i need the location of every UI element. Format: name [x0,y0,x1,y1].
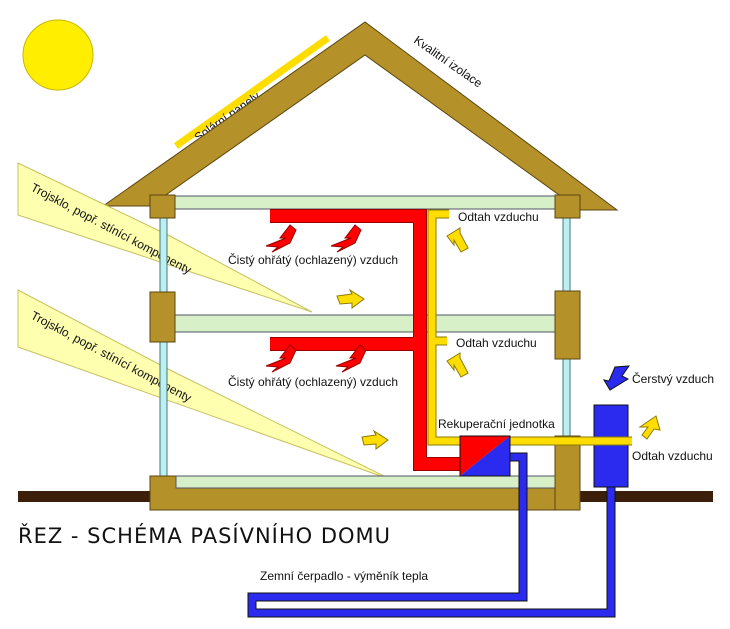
air-lower-label: Čistý ohřátý (ochlazený) vzduch [228,374,398,389]
post [554,290,581,360]
sun-icon [22,19,94,91]
recovery-unit-label: Rekuperační jednotka [438,417,555,431]
floor-slab [175,475,556,489]
supply-arrow-icon [330,224,362,253]
supply-arrow-icon [335,344,367,373]
fresh-air-arrow-icon [602,365,631,391]
exhaust-upper-label: Odtah vzduchu [458,210,539,224]
exhaust-outside-label: Odtah vzduchu [632,449,713,463]
airflow-arrow-icon [336,288,365,309]
fresh-air-intake [593,404,629,488]
airflow-arrow-icon [361,429,389,450]
air-upper-label: Čistý ohřátý (ochlazený) vzduch [228,252,398,267]
exhaust-arrow-icon [638,415,661,440]
ground-pump-label: Zemní čerpadlo - výměník tepla [260,569,428,583]
roof [101,21,619,211]
middle-slab [169,314,561,333]
post [554,194,581,219]
exhaust-arrow-icon [446,352,469,378]
supply-arrow-icon [265,224,297,253]
exhaust-middle-label: Odtah vzduchu [456,336,537,350]
supply-arrow-icon [265,344,297,373]
fresh-air-label: Čerstvý vzduch [632,371,714,386]
post [149,291,176,343]
exhaust-arrow-icon [446,227,469,253]
post [149,194,176,219]
ceiling-slab [169,195,561,210]
recovery-unit [459,435,511,477]
solar-panel [173,35,331,149]
glass-left [159,209,168,481]
post [554,435,581,511]
page-title: ŘEZ - SCHÉMA PASÍVNÍHO DOMU [18,523,391,548]
